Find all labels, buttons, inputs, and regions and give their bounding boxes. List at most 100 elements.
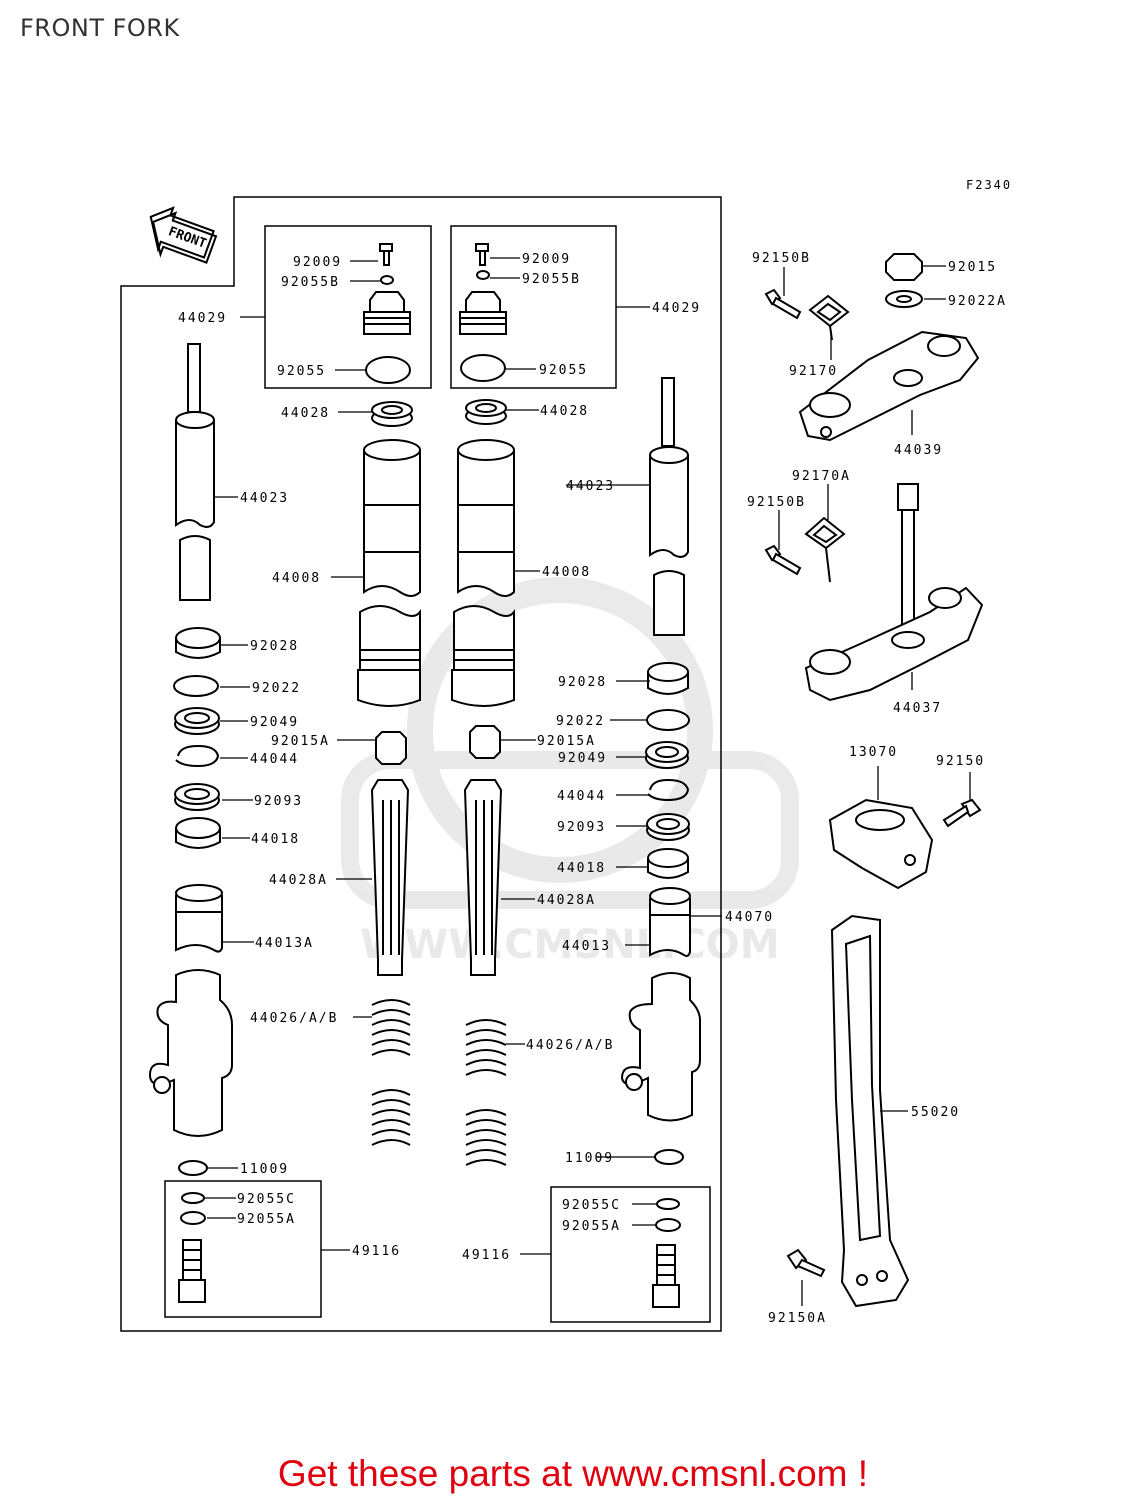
lower-leg-right-drawing [620, 972, 701, 1122]
bushing-right-drawing [647, 662, 689, 695]
guide-bushing-right-drawing [647, 848, 689, 879]
label-92009-right: 92009 [522, 252, 571, 267]
label-44013: 44013 [562, 939, 611, 954]
label-44026-left: 44026/A/B [250, 1011, 338, 1026]
fork-guard-holder-drawing [828, 798, 934, 890]
label-92170a: 92170A [792, 469, 851, 484]
label-92028-left: 92028 [250, 639, 299, 654]
label-44013a: 44013A [255, 936, 314, 951]
label-92015a-right: 92015A [537, 734, 596, 749]
label-44070: 44070 [725, 910, 774, 925]
cap-screw-left-drawing [379, 243, 393, 266]
label-92093-left: 92093 [254, 794, 303, 809]
part-labels: 92009 92055B 44029 92055 44028 92009 920… [178, 251, 1007, 1326]
fork-assembly-outline [120, 196, 722, 1332]
outer-tube-right-drawing [451, 439, 515, 707]
inner-tube-bushing-left-drawing [175, 884, 223, 953]
clamp-92170-drawing [808, 294, 850, 341]
oring-large-left-drawing [365, 356, 411, 384]
label-44037: 44037 [893, 701, 942, 716]
oil-seal-right-drawing [645, 741, 689, 769]
front-arrow: FRONT [149, 206, 218, 264]
guide-bushing-left-drawing [175, 817, 221, 849]
label-11009-left: 11009 [240, 1162, 289, 1177]
label-44008-left: 44008 [272, 571, 321, 586]
label-92170: 92170 [789, 364, 838, 379]
nut-92015-drawing [885, 253, 923, 281]
fork-spring-right-drawing [465, 1019, 507, 1166]
label-44008-right: 44008 [542, 565, 591, 580]
label-92055c-right: 92055C [562, 1198, 621, 1213]
nut-left-drawing [375, 731, 407, 765]
damper-rod-left-drawing [370, 779, 410, 976]
page-title: FRONT FORK [20, 14, 180, 42]
washer-left-drawing [173, 675, 219, 697]
label-44029-left: 44029 [178, 311, 227, 326]
label-44026-right: 44026/A/B [526, 1038, 614, 1053]
valve-body-right-drawing [652, 1244, 680, 1308]
oring-large-right-drawing [460, 354, 506, 382]
label-49116-right: 49116 [462, 1248, 511, 1263]
label-55020: 55020 [911, 1105, 960, 1120]
label-44044-right: 44044 [557, 789, 606, 804]
damper-rod-right-drawing [463, 779, 503, 976]
label-44023-left: 44023 [240, 491, 289, 506]
outer-tube-left-drawing [357, 439, 421, 707]
steering-stem-drawing [804, 483, 984, 702]
label-13070: 13070 [849, 745, 898, 760]
label-92009-left: 92009 [293, 255, 342, 270]
label-44039: 44039 [894, 443, 943, 458]
footer-promo-text[interactable]: Get these parts at www.cmsnl.com ! [277, 1453, 869, 1494]
label-44029-right: 44029 [652, 301, 701, 316]
inner-rod-left-drawing [175, 343, 215, 601]
dust-seal-left-drawing [174, 783, 220, 811]
lower-leg-left-drawing [148, 969, 233, 1137]
inner-rod-right-drawing [649, 377, 689, 636]
fork-spring-left-drawing [371, 999, 411, 1146]
label-92055-right: 92055 [539, 363, 588, 378]
fork-cap-right-drawing [459, 291, 507, 335]
figure-id: F2340 [966, 178, 1013, 192]
label-49116-left: 49116 [352, 1244, 401, 1259]
valve-body-left-drawing [178, 1239, 206, 1303]
label-92055a-left: 92055A [237, 1212, 296, 1227]
watermark-text: WWW.CMSNL.COM [360, 922, 780, 968]
oil-seal-left-drawing [174, 707, 220, 735]
label-92150: 92150 [936, 754, 985, 769]
upper-bracket-drawing [798, 330, 980, 442]
valve-oring-c-left-drawing [181, 1192, 205, 1204]
label-11009-right: 11009 [565, 1151, 614, 1166]
oring-small-right-drawing [476, 270, 490, 280]
label-44028a-left: 44028A [269, 873, 328, 888]
cap-screw-right-drawing [475, 243, 489, 266]
label-92049-right: 92049 [558, 751, 607, 766]
leader-lines [205, 257, 971, 1306]
valve-oring-a-left-drawing [180, 1211, 206, 1225]
label-92015a-left: 92015A [271, 734, 330, 749]
label-92150b-top: 92150B [752, 251, 811, 266]
label-92022-left: 92022 [252, 681, 301, 696]
label-44044-left: 44044 [250, 752, 299, 767]
washer-right-drawing [646, 709, 690, 731]
clamp-92170a-drawing [804, 516, 846, 583]
bolt-92150b-mid-drawing [764, 544, 802, 576]
inner-tube-bushing-right-drawing [649, 887, 691, 957]
label-92150b-mid: 92150B [747, 495, 806, 510]
label-92015: 92015 [948, 260, 997, 275]
label-44023-right: 44023 [566, 479, 615, 494]
label-92022-right: 92022 [556, 714, 605, 729]
valve-oring-c-right-drawing [656, 1198, 680, 1210]
oring-small-left-drawing [380, 275, 394, 285]
bolt-92150b-top-drawing [764, 288, 802, 320]
label-44018-left: 44018 [251, 832, 300, 847]
dust-seal-right-drawing [646, 813, 690, 841]
watermark: WWW.CMSNL.COM [341, 577, 799, 968]
bolt-92150a-drawing [786, 1248, 826, 1278]
fork-guard-drawing [830, 914, 910, 1308]
washer-92022a-drawing [885, 290, 923, 308]
label-92093-right: 92093 [557, 820, 606, 835]
label-92022a: 92022A [948, 294, 1007, 309]
cap-kit-box-left [264, 225, 432, 389]
fork-cap-left-drawing [363, 291, 411, 335]
label-44028a-right: 44028A [537, 893, 596, 908]
